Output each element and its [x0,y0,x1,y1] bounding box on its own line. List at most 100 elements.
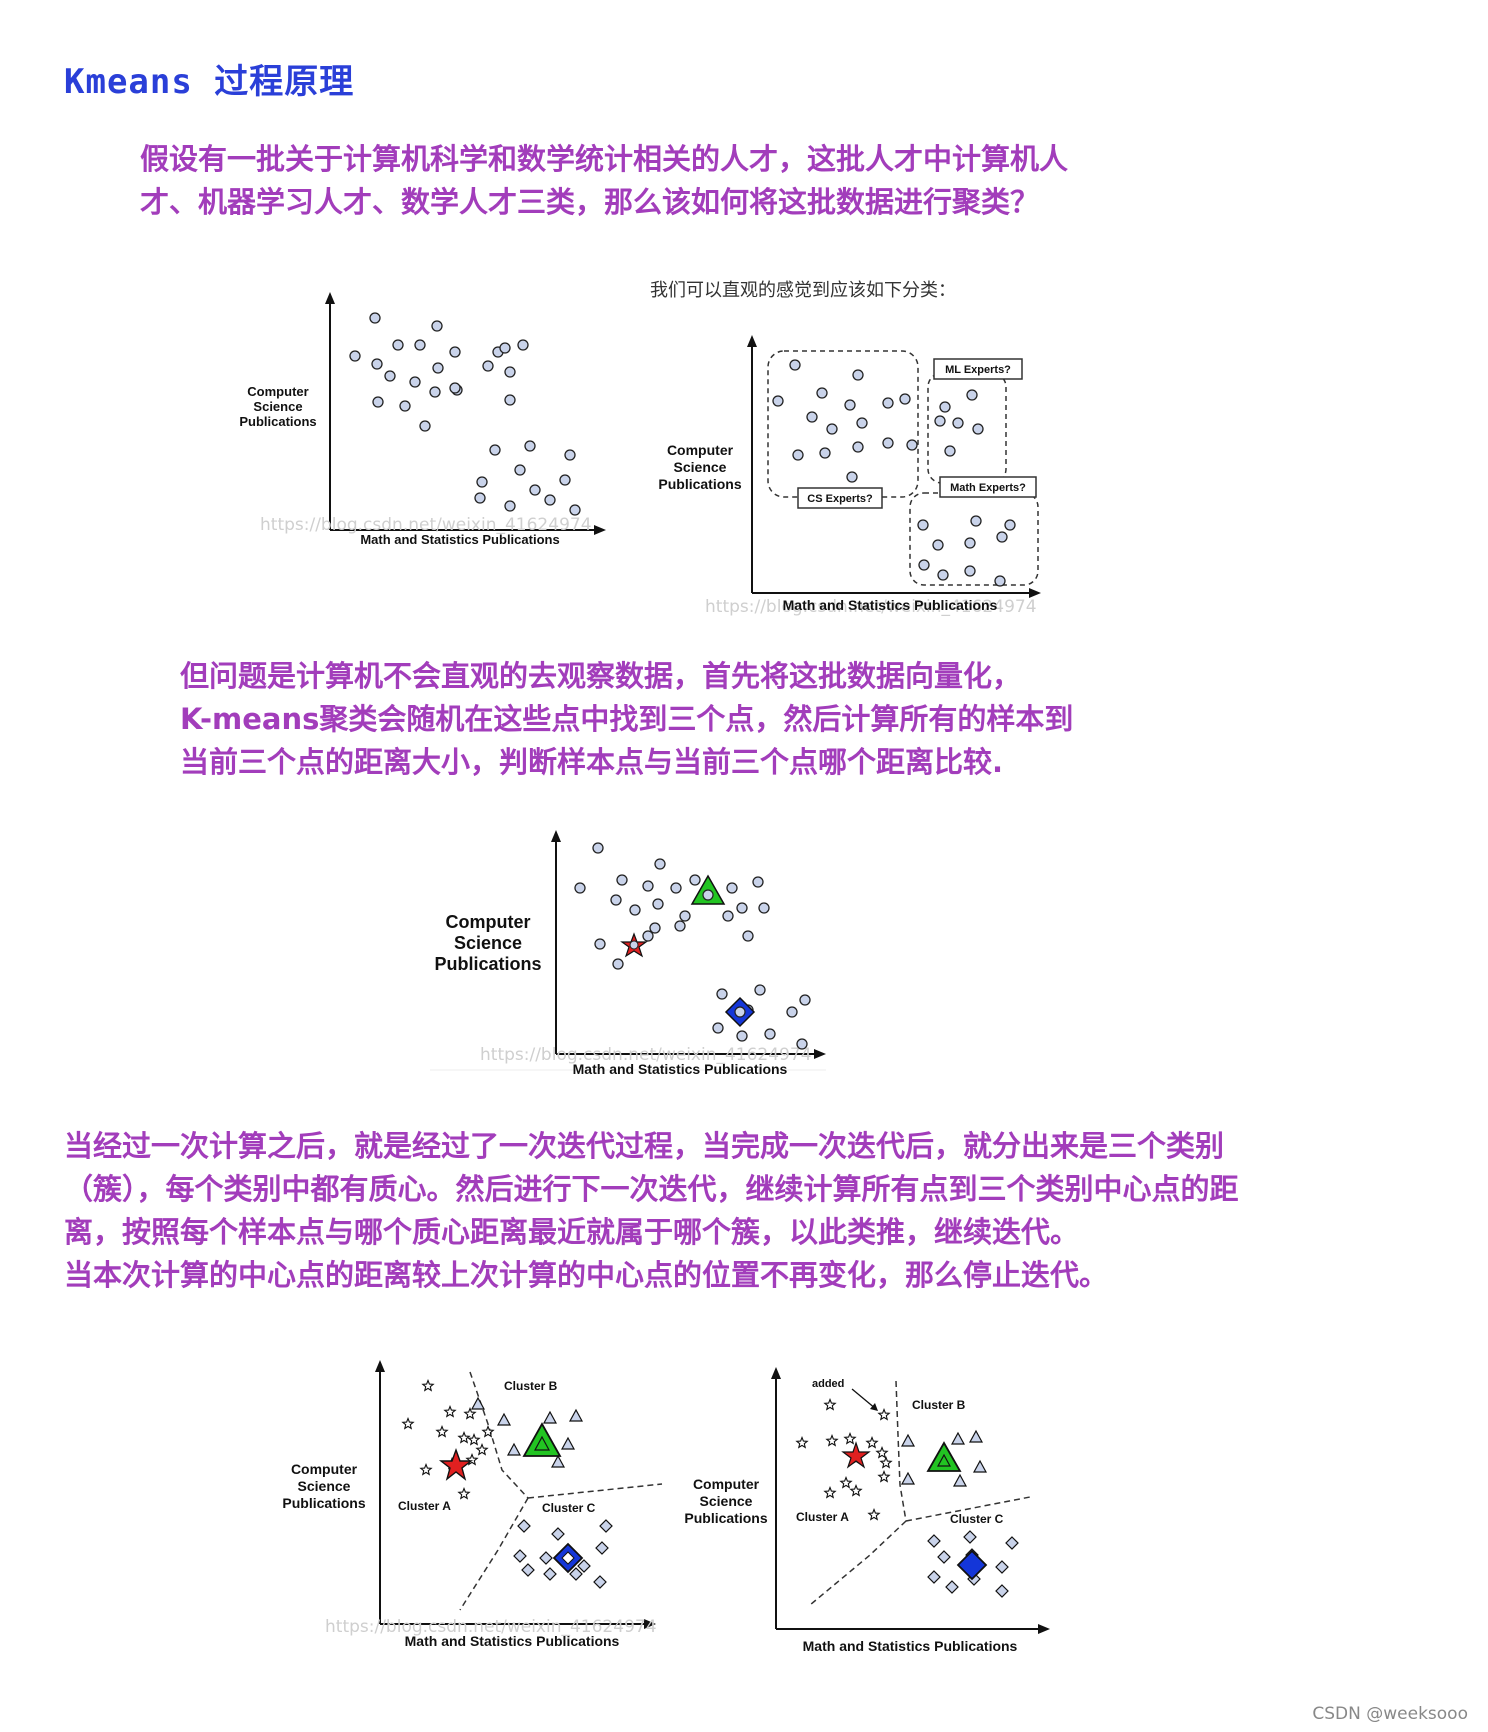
cluster-b-point [560,1436,576,1450]
cluster-c-point [945,1580,959,1594]
data-point [964,537,976,549]
cluster-c-point [513,1549,527,1563]
y-axis-label-2: Science [674,459,727,475]
cluster-a-point [419,1462,433,1476]
data-point [504,366,516,378]
centroid-b-inner [533,1435,551,1451]
data-point [384,370,396,382]
data-point [564,449,576,461]
data-point [939,401,951,413]
boundary-bc [905,1496,1031,1522]
cluster-a-point [795,1435,809,1449]
cluster-c-point [539,1551,553,1565]
cluster-c-point [577,1559,591,1573]
figure-intuitive-clusters: https://blog.csdn.net/weixin_41624974 Co… [658,335,1041,617]
data-point [372,396,384,408]
data-point [592,842,604,854]
para2-line-2: K-means聚类会随机在这些点中找到三个点，然后计算所有的样本到 [180,702,1074,736]
data-point [349,350,361,362]
data-point [792,449,804,461]
centroid-green-point [702,889,714,901]
x-axis-label: Math and Statistics Publications [803,1638,1018,1654]
data-point [796,1038,808,1050]
cluster-b-point [568,1408,584,1422]
cluster-c-label: Cluster C [542,1501,596,1515]
data-point [674,920,686,932]
y-axis-label-2: Science [298,1478,351,1494]
cluster-b-label: Cluster B [912,1398,966,1412]
data-point [846,471,858,483]
cluster-a-point [457,1486,471,1500]
cluster-a-point [879,1455,893,1469]
data-point [899,393,911,405]
explanation-paragraph: 但问题是计算机不会直观的去观察数据，首先将这批数据向量化， K-means聚类会… [180,655,1073,784]
iteration-paragraph: 当经过一次计算之后，就是经过了一次迭代过程，当完成一次迭代后，就分出来是三个类别… [64,1125,1239,1297]
intro-line-2: 才、机器学习人才、数学人才三类，那么该如何将这批数据进行聚类？ [140,185,1040,219]
y-axis-label-1: Computer [291,1461,358,1477]
cluster-a-point [823,1485,837,1499]
cluster-c-point [521,1563,535,1577]
data-point [934,415,946,427]
cluster-a-point [865,1435,879,1449]
cluster-a-point [457,1430,471,1444]
data-point [852,441,864,453]
data-point [392,339,404,351]
data-point [419,420,431,432]
data-point [906,439,918,451]
figure-iteration-2: Computer Science Publications Math and S… [684,1367,1050,1654]
cluster-a-point [465,1452,479,1466]
data-point [489,444,501,456]
centroid-c-inner [561,1551,575,1565]
cluster-a-point [877,1407,891,1421]
data-point [966,389,978,401]
data-point [786,1006,798,1018]
figure-raw-scatter: https://blog.csdn.net/weixin_41624974 Co… [239,292,606,547]
data-point [429,386,441,398]
centroid-blue-point [734,1006,746,1018]
page-title: Kmeans 过程原理 [64,62,355,102]
data-point [882,397,894,409]
y-axis-label-3: Publications [239,414,316,429]
data-point [414,339,426,351]
cluster-b-point [950,1431,966,1445]
data-point [932,539,944,551]
csdn-watermark: CSDN @weeksooo [1312,1704,1468,1724]
url-watermark-4: https://blog.csdn.net/weixin_41624974 [325,1617,657,1637]
cluster-c-point [995,1560,1009,1574]
cluster-a-point [843,1431,857,1445]
data-point [629,904,641,916]
para3-line-3: 离，按照每个样本点与哪个质心距离最近就属于哪个簇，以此类推，继续迭代。 [64,1215,1080,1249]
data-point [399,400,411,412]
data-point [449,382,461,394]
added-arrow [851,1388,877,1410]
boundary-ac [809,1520,907,1606]
data-point [649,922,661,934]
data-point [754,984,766,996]
cluster-c-point [551,1527,565,1541]
data-point [504,394,516,406]
centroid-b-triangle [522,1422,562,1457]
cluster-c-point [569,1567,583,1581]
cs-label-box [797,487,883,509]
data-point [529,484,541,496]
data-point [679,910,691,922]
data-point [712,1022,724,1034]
data-point [670,882,682,894]
para2-line-1: 但问题是计算机不会直观的去观察数据，首先将这批数据向量化， [180,659,1022,693]
cluster-c-point [927,1570,941,1584]
cluster-c-point [543,1567,557,1581]
data-point [844,399,856,411]
data-point [612,958,624,970]
boundary-ab [895,1380,907,1522]
y-axis-label-3: Publications [434,954,541,974]
data-point [371,358,383,370]
cluster-c-point [599,1519,613,1533]
y-axis-label-3: Publications [658,476,741,492]
data-point [431,320,443,332]
data-point [789,359,801,371]
centroid-red-point [629,940,639,950]
cluster-c-point [1005,1536,1019,1550]
data-point [742,930,754,942]
cluster-a-point [839,1475,853,1489]
boundary-ab [469,1371,529,1499]
